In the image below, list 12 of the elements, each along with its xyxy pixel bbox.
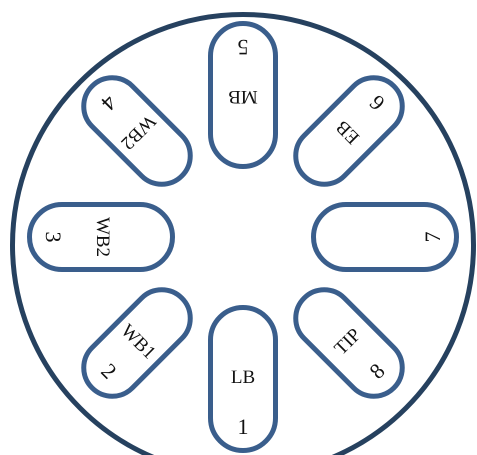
slot-label: LB [230, 366, 256, 390]
slot-number: 6 [363, 89, 391, 118]
sample-slot [208, 21, 278, 169]
slot-label: EB [331, 114, 365, 150]
slot-number: 7 [420, 230, 446, 244]
slot-label: MB [227, 85, 259, 108]
slot-number: 2 [95, 357, 123, 386]
slot-number: 5 [236, 34, 250, 60]
slot-number: 1 [236, 414, 250, 440]
slot-label: WB2 [91, 216, 114, 260]
slot-number: 3 [40, 230, 66, 244]
carousel-plate [10, 12, 476, 455]
